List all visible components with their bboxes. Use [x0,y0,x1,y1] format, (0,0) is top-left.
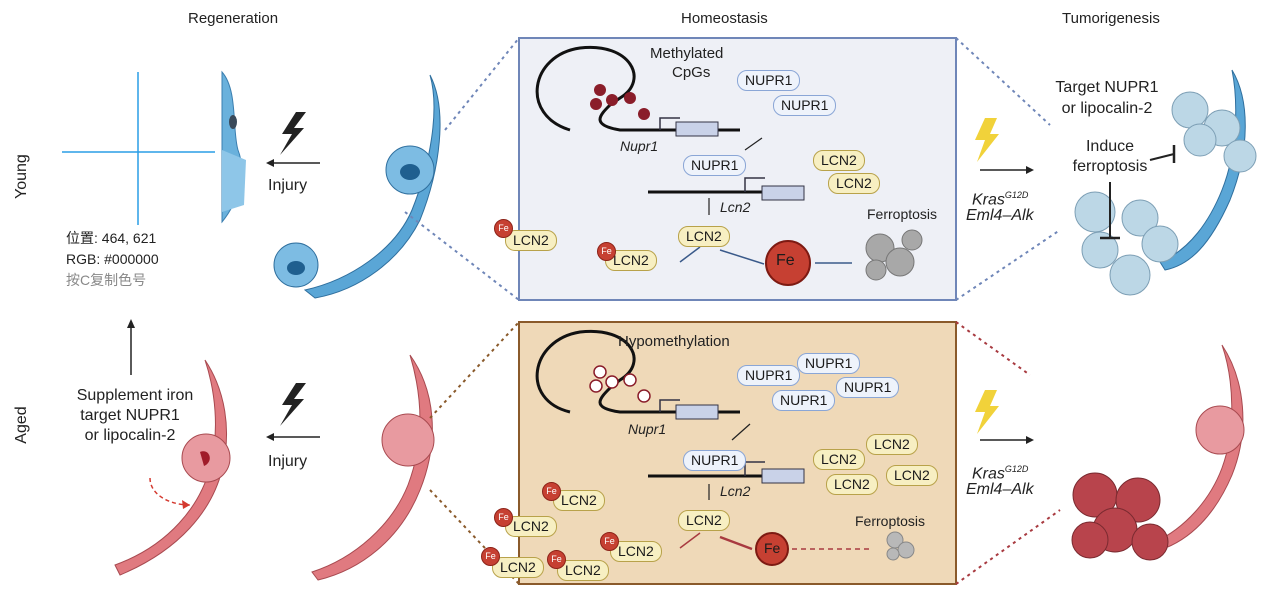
hypomethylation-label: Hypomethylation [618,333,730,350]
fe-bound-icon: Fe [547,550,566,569]
lightning-icon-aged-tumor [975,390,1034,444]
header-regeneration: Regeneration [188,10,279,27]
lcn2-protein: LCN2 [505,230,557,251]
fe-bound-icon: Fe [494,219,513,238]
target-label-line2: or lipocalin-2 [1061,100,1153,117]
aged-tumor-cells [1071,344,1245,561]
header-tumorigenesis: Tumorigenesis [1062,10,1160,27]
lcn2-protein: LCN2 [492,557,544,578]
lcn2-protein: LCN2 [553,490,605,511]
color-picker-tooltip: 位置: 464, 621 RGB: #000000 按C复制色号 [66,228,159,291]
tooltip-rgb: RGB: #000000 [66,251,159,267]
induce-label-line1: Induce [1085,138,1135,155]
lightning-icon-young-tumor [975,118,1034,174]
eml4-label-young: Eml4–Alk [966,207,1034,224]
lcn2-protein: LCN2 [813,150,865,171]
aged-regeneration-cells [114,359,231,576]
lcn2-protein: LCN2 [678,510,730,531]
nupr1-protein: NUPR1 [772,390,836,411]
nupr1-protein: NUPR1 [797,353,861,374]
nupr1-protein: NUPR1 [737,365,801,386]
induce-label-line2: ferroptosis [1072,158,1148,175]
nupr1-protein: NUPR1 [737,70,801,91]
fe-ball-label-young: Fe [776,252,795,269]
lightning-icon-young [266,112,320,167]
methylated-label: Methylated [650,45,724,62]
ferroptosis-label-young: Ferroptosis [867,206,938,222]
nupr1-protein: NUPR1 [773,95,837,116]
supplement-label-line3: or lipocalin-2 [84,427,176,444]
ferroptosis-label-aged: Ferroptosis [855,513,926,529]
lcn2-protein: LCN2 [505,516,557,537]
nupr1-protein: NUPR1 [683,155,747,176]
nupr1-gene-label-aged: Nupr1 [628,421,667,437]
fe-bound-icon: Fe [494,508,513,527]
nupr1-gene-label-young: Nupr1 [620,138,659,154]
kras-label-young: KrasG12D [972,190,1029,209]
supplement-label-line2: target NUPR1 [80,407,180,424]
supplement-label-line1: Supplement iron [76,387,194,404]
young-injury-label: Injury [268,177,308,194]
lcn2-protein: LCN2 [826,474,878,495]
young-regeneration-cell [221,70,246,224]
lcn2-gene-label-aged: Lcn2 [720,483,751,499]
young-airway-cells [273,74,441,299]
lcn2-protein: LCN2 [678,226,730,247]
lcn2-protein: LCN2 [557,560,609,581]
lcn2-protein: LCN2 [605,250,657,271]
lcn2-protein: LCN2 [886,465,938,486]
aged-airway-cells [311,354,435,581]
target-label-line1: Target NUPR1 [1055,79,1159,96]
fe-ball-label-aged: Fe [764,540,781,556]
nupr1-protein: NUPR1 [683,450,747,471]
arrow-up-supplement [127,319,135,375]
lcn2-protein: LCN2 [813,449,865,470]
eml4-label-aged: Eml4–Alk [966,481,1034,498]
fe-bound-icon: Fe [481,547,500,566]
crosshair-cursor [62,72,215,225]
header-homeostasis: Homeostasis [681,10,768,27]
lcn2-protein: LCN2 [866,434,918,455]
cpgs-label: CpGs [672,64,711,81]
kras-label-aged: KrasG12D [972,464,1029,483]
aged-injury-label: Injury [268,453,308,470]
tooltip-copy-hint: 按C复制色号 [66,272,147,288]
fe-bound-icon: Fe [597,242,616,261]
fe-bound-icon: Fe [542,482,561,501]
tooltip-position: 位置: 464, 621 [66,230,157,246]
nupr1-protein: NUPR1 [836,377,900,398]
fe-bound-icon: Fe [600,532,619,551]
lcn2-protein: LCN2 [828,173,880,194]
young-tumor-cells [1074,69,1257,296]
lightning-icon-aged [266,383,320,441]
lcn2-protein: LCN2 [610,541,662,562]
lcn2-gene-label-young: Lcn2 [720,199,751,215]
